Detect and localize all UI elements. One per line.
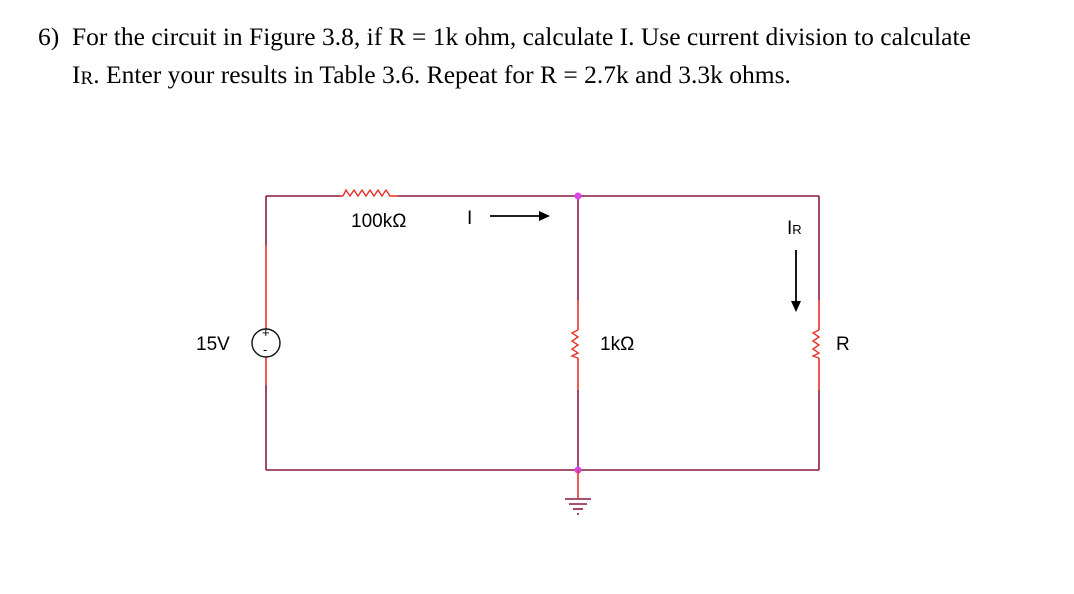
load-resistor-symbol xyxy=(811,329,821,359)
current-ir-label: IR xyxy=(787,218,802,239)
source-minus: - xyxy=(263,342,267,357)
current-i-label: I xyxy=(467,208,472,229)
current-var: I xyxy=(72,60,81,89)
current-var-subscript: R xyxy=(80,67,94,89)
question-line-2-text: . Enter your results in Table 3.6. Repea… xyxy=(93,60,791,89)
shunt-resistor-symbol xyxy=(570,329,580,359)
question-line-1: 6) For the circuit in Figure 3.8, if R = … xyxy=(38,18,971,56)
wires xyxy=(265,195,820,471)
voltage-source-label: 15V xyxy=(196,334,230,355)
shunt-resistor-label: 1kΩ xyxy=(600,334,634,355)
question-line-2: IR. Enter your results in Table 3.6. Rep… xyxy=(72,56,791,98)
current-i-arrow xyxy=(490,211,550,221)
series-resistor-symbol xyxy=(342,188,395,198)
load-resistor-label: R xyxy=(836,334,850,355)
ground-icon xyxy=(565,470,591,515)
component-leads xyxy=(265,195,820,390)
question-line-1-text: For the circuit in Figure 3.8, if R = 1k… xyxy=(72,22,971,51)
current-ir-arrow xyxy=(791,250,801,312)
top-node-dot xyxy=(574,192,582,200)
series-resistor-label: 100kΩ xyxy=(351,211,406,232)
voltage-source-symbol: + - xyxy=(251,325,281,358)
source-plus: + xyxy=(262,325,270,340)
question-number: 6) xyxy=(38,22,60,51)
